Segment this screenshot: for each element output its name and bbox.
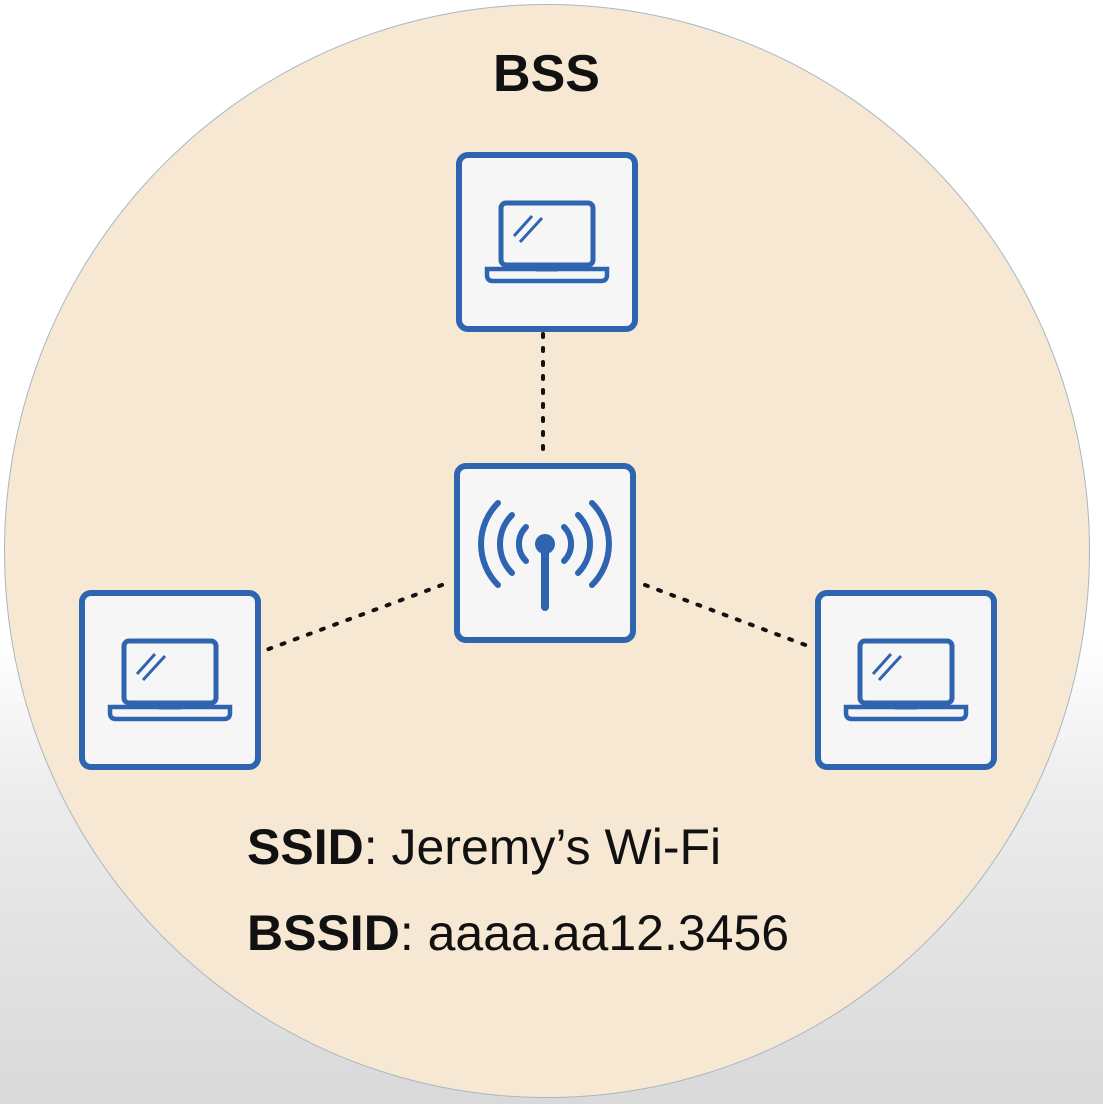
bssid-value: aaaa.aa12.3456 xyxy=(427,905,790,961)
ssid-label: SSID xyxy=(247,819,364,875)
laptop-node-left[interactable] xyxy=(79,590,261,770)
link-ap-to-laptop-right xyxy=(643,583,810,648)
laptop-node-top[interactable] xyxy=(456,152,638,332)
laptop-icon xyxy=(107,638,233,722)
bssid-line: BSSID: aaaa.aa12.3456 xyxy=(247,905,790,961)
wireless-antenna-icon xyxy=(478,500,612,611)
laptop-node-right[interactable] xyxy=(815,590,997,770)
laptop-icon xyxy=(484,200,610,284)
laptop-icon xyxy=(843,638,969,722)
access-point-node[interactable] xyxy=(454,463,636,643)
link-ap-to-laptop-left xyxy=(264,583,444,652)
ssid-line: SSID: Jeremy’s Wi-Fi xyxy=(247,819,722,875)
bssid-label: BSSID xyxy=(247,905,400,961)
ssid-value: Jeremy’s Wi-Fi xyxy=(391,819,722,875)
bss-title: BSS xyxy=(493,45,600,103)
